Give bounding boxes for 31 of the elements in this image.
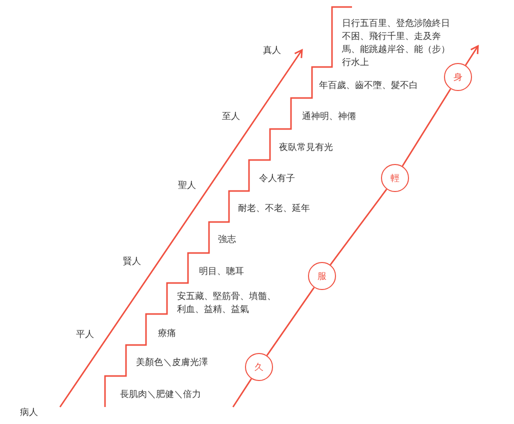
node-text: 久 bbox=[254, 362, 264, 374]
connector-line bbox=[232, 378, 252, 408]
step-text: 明目、聰耳 bbox=[199, 266, 244, 279]
node-text: 身 bbox=[454, 72, 462, 84]
step-text: 療痛 bbox=[158, 328, 176, 341]
node-text: 輕 bbox=[390, 172, 400, 184]
circle-node bbox=[245, 353, 273, 381]
step-text: 耐老、不老、延年 bbox=[238, 203, 310, 216]
step-text: 美顏色＼皮膚光澤 bbox=[136, 357, 208, 370]
level-label: 病人 bbox=[20, 407, 38, 420]
connector-line bbox=[402, 88, 452, 167]
step-text: 安五藏、堅筋骨、填髓、利血、益精、益氣 bbox=[177, 291, 277, 317]
step-text: 通神明、神僊 bbox=[302, 111, 356, 124]
connector-line bbox=[266, 287, 315, 356]
level-label: 真人 bbox=[263, 45, 281, 58]
step-text: 夜臥常見有光 bbox=[279, 142, 333, 155]
circle-node bbox=[381, 164, 409, 192]
level-label: 賢人 bbox=[123, 256, 141, 269]
step-text: 長肌肉＼肥健＼倍力 bbox=[120, 389, 201, 402]
arrow bbox=[464, 45, 479, 66]
level-label: 至人 bbox=[222, 111, 240, 124]
level-label: 聖人 bbox=[178, 180, 196, 193]
step-text: 令人有子 bbox=[259, 173, 295, 186]
step-text: 強志 bbox=[218, 234, 236, 247]
level-label: 平人 bbox=[76, 329, 94, 342]
circle-node bbox=[308, 262, 336, 290]
step-text: 日行五百里、登危涉險終日不困、飛行千里、走及奔馬、能跳越岸谷、能（步）行水上 bbox=[342, 18, 451, 70]
circle-node bbox=[444, 63, 472, 91]
node-text: 服 bbox=[318, 270, 326, 282]
step-text: 年百歲、齒不墮、髮不白 bbox=[319, 80, 418, 93]
connector-line bbox=[330, 188, 388, 266]
